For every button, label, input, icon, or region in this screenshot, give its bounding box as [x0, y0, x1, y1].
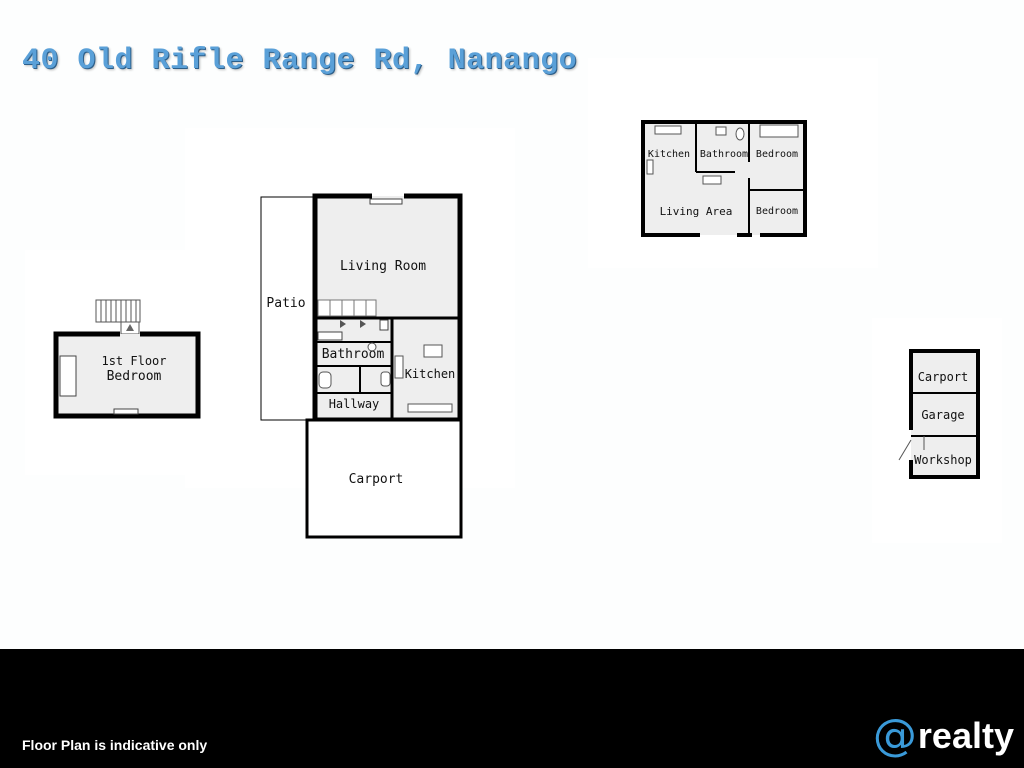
- toilet-icon: [735, 127, 745, 141]
- shed-plan: Carport Garage Workshop: [898, 349, 980, 479]
- realty-logo: @ realty: [873, 713, 1014, 759]
- first-floor-plan: 1st Floor Bedroom: [53, 299, 201, 419]
- room-label: Hallway: [329, 397, 380, 411]
- toilet-icon: [318, 371, 332, 389]
- room-label: Carport: [349, 472, 404, 487]
- door-icon: [898, 439, 912, 461]
- logo-wordmark: realty: [917, 715, 1014, 756]
- stairs-icon: [317, 299, 377, 328]
- bench-icon: [654, 125, 682, 135]
- bed-icon: [759, 124, 799, 138]
- room-label: 1st Floor: [101, 354, 166, 368]
- bench-icon: [702, 175, 722, 185]
- footer-bar: Floor Plan is indicative only @ realty: [0, 649, 1024, 768]
- room-label: Bathroom: [700, 149, 748, 160]
- page-title: 40 Old Rifle Range Rd, Nanango: [22, 44, 578, 78]
- at-symbol-icon: @: [872, 710, 917, 761]
- cottage-plan: Kitchen Bathroom Bedroom Living Area Bed…: [641, 120, 807, 237]
- room-label: Bedroom: [107, 369, 162, 384]
- toilet-icon: [380, 371, 391, 387]
- kitchen-island-icon: [423, 344, 443, 358]
- room-label: Bathroom: [322, 347, 385, 362]
- room-label: Kitchen: [405, 367, 456, 381]
- bench-icon: [407, 403, 453, 413]
- main-house-plan: Patio Living Room Bathroom Kitchen Hallw…: [260, 193, 463, 539]
- room-label: Kitchen: [648, 149, 690, 160]
- room-label: Workshop: [914, 453, 972, 467]
- bench-icon: [646, 159, 654, 175]
- room-label: Bedroom: [756, 149, 798, 160]
- room-label: Living Area: [660, 205, 733, 218]
- sink-icon: [394, 355, 404, 379]
- room-label: Garage: [921, 408, 964, 422]
- basin-icon: [367, 342, 377, 352]
- room-label: Patio: [266, 296, 305, 311]
- disclaimer-text: Floor Plan is indicative only: [22, 737, 208, 753]
- room-label: Carport: [918, 370, 969, 384]
- floor-plan-drawing: 1st Floor Bedroom: [53, 120, 980, 539]
- basin-icon: [715, 126, 727, 136]
- room-label: Bedroom: [756, 206, 798, 217]
- room-label: Living Room: [340, 259, 426, 274]
- stairs-icon: [95, 299, 141, 335]
